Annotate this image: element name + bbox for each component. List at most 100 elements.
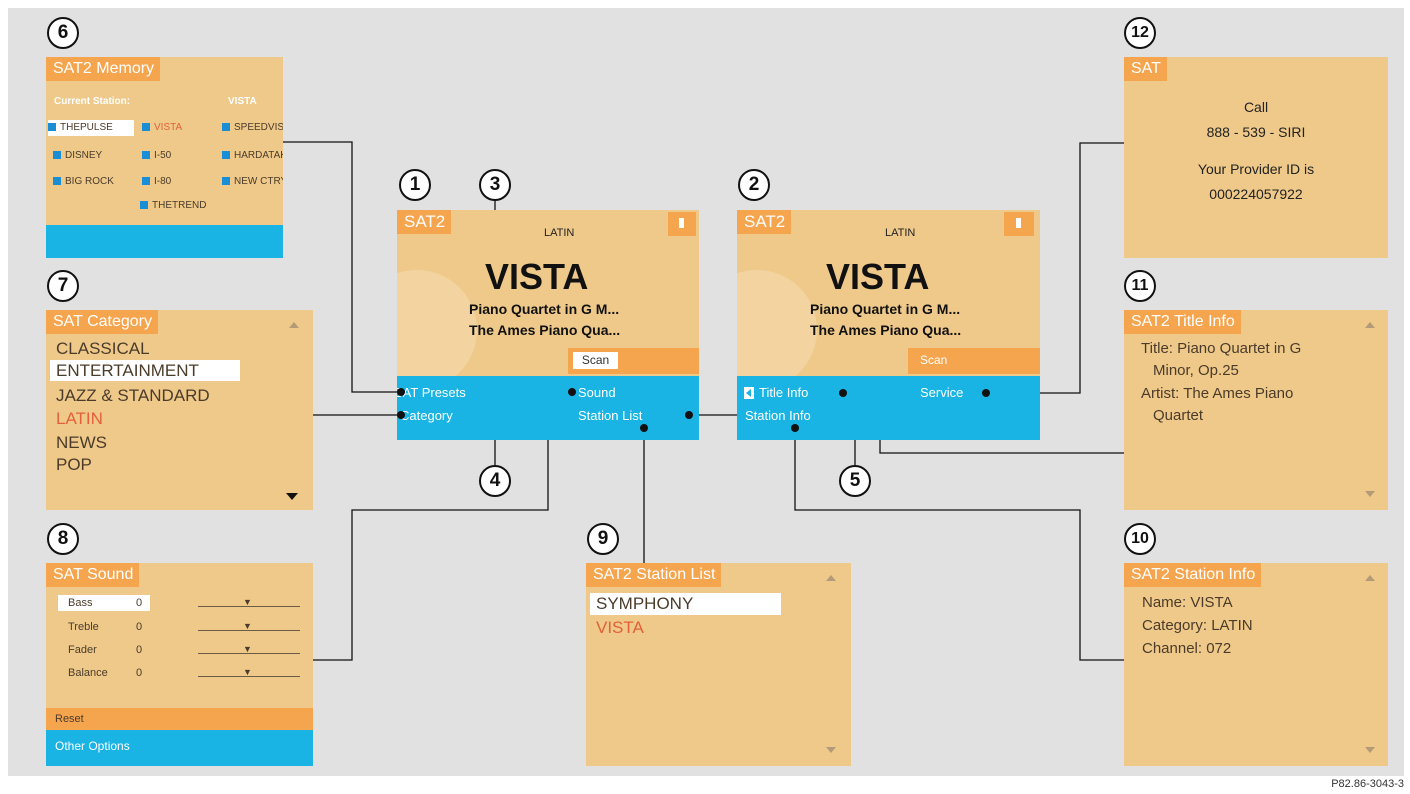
title-info-line: Title: Piano Quartet in G: [1141, 340, 1302, 357]
category-item[interactable]: CLASSICAL: [56, 339, 150, 358]
callout-10: 10: [1124, 523, 1156, 555]
memory-preset-7[interactable]: BIG ROCK: [53, 176, 114, 187]
category-button[interactable]: Category: [400, 408, 453, 423]
callout-8: 8: [47, 523, 79, 555]
scan-button[interactable]: Scan: [908, 348, 1040, 374]
memory-preset-9[interactable]: NEW CTRY: [222, 176, 283, 187]
connector-dot: [839, 389, 847, 397]
album-art-image: [737, 270, 817, 390]
station-info-panel: SAT2 Station Info Name: VISTA Category: …: [1124, 563, 1388, 766]
main2-artist: The Ames Piano Qua...: [810, 322, 962, 338]
scroll-up-icon[interactable]: [1365, 575, 1375, 581]
memory-softkey-bar: [46, 225, 283, 258]
memory-preset-3[interactable]: SPEEDVISN: [222, 122, 283, 133]
title-info-title: SAT2 Title Info: [1124, 310, 1241, 334]
station-info-button[interactable]: Station Info: [745, 408, 811, 423]
reset-button[interactable]: Reset: [46, 708, 313, 730]
callout-6: 6: [47, 17, 79, 49]
memory-preset-10[interactable]: THETREND: [140, 200, 206, 211]
signal-icon: [1004, 212, 1034, 236]
memory-preset-8[interactable]: I-80: [142, 176, 171, 187]
category-item-selected[interactable]: ENTERTAINMENT: [50, 360, 240, 381]
callout-12: 12: [1124, 17, 1156, 49]
main-display-2: SAT2 LATIN VISTA Piano Quartet in G M...…: [737, 210, 1040, 440]
station-list-button[interactable]: Station List: [578, 408, 643, 423]
fader-slider[interactable]: [198, 653, 300, 654]
main-display-1: SAT2 LATIN VISTA Piano Quartet in G M...…: [397, 210, 699, 440]
main2-station: VISTA: [826, 256, 930, 297]
connector-dot: [791, 424, 799, 432]
sat-presets-button[interactable]: SAT Presets: [397, 385, 466, 400]
service-line: Call: [1243, 99, 1269, 115]
memory-preset-6[interactable]: HARDATAK: [222, 150, 283, 161]
treble-slider-thumb[interactable]: ▼: [243, 621, 252, 631]
connector-dot: [640, 424, 648, 432]
bass-value: 0: [136, 597, 143, 609]
memory-title: SAT2 Memory: [46, 57, 161, 81]
bass-slider-thumb[interactable]: ▼: [243, 597, 252, 607]
main1-station: VISTA: [485, 256, 589, 297]
station-list-title: SAT2 Station List: [586, 563, 722, 587]
memory-preset-4[interactable]: DISNEY: [53, 150, 102, 161]
callout-9: 9: [587, 523, 619, 555]
memory-preset-2[interactable]: VISTA: [142, 122, 182, 133]
station-list-item-selected[interactable]: SYMPHONY: [590, 593, 781, 615]
scroll-down-icon[interactable]: [826, 747, 836, 753]
sound-button[interactable]: Sound: [578, 385, 616, 400]
other-options-button[interactable]: Other Options: [46, 730, 313, 766]
connector-dot: [982, 389, 990, 397]
service-line: Your Provider ID is: [1197, 161, 1315, 177]
main2-category: LATIN: [885, 227, 916, 239]
bass-slider[interactable]: [198, 606, 300, 607]
service-line: 000224057922: [1209, 186, 1303, 202]
connector-dot: [568, 388, 576, 396]
main1-title: SAT2: [397, 210, 452, 234]
scroll-up-icon[interactable]: [1365, 322, 1375, 328]
fader-label: Fader: [68, 644, 97, 656]
category-item[interactable]: NEWS: [56, 433, 107, 452]
memory-panel: SAT2 Memory Current Station: VISTA THEPU…: [46, 57, 283, 258]
callout-5: 5: [839, 465, 871, 497]
service-panel: SAT Call 888 - 539 - SIRI Your Provider …: [1124, 57, 1388, 258]
category-item-current[interactable]: LATIN: [56, 409, 103, 428]
sound-row-highlight: [58, 595, 150, 611]
main1-artist: The Ames Piano Qua...: [469, 322, 621, 338]
station-info-line: Category: LATIN: [1142, 617, 1253, 634]
category-title: SAT Category: [46, 310, 159, 334]
title-info-button[interactable]: Title Info: [759, 385, 809, 400]
main1-softkey-bar: SAT Presets Category Sound Station List: [397, 376, 699, 440]
left-arrow-icon[interactable]: [744, 387, 754, 399]
category-item[interactable]: JAZZ & STANDARD: [56, 386, 210, 405]
station-list-item-current[interactable]: VISTA: [596, 618, 644, 637]
main2-softkey-bar: Title Info Service Station Info: [737, 376, 1040, 440]
service-button[interactable]: Service: [920, 385, 964, 400]
service-line: 888 - 539 - SIRI: [1206, 124, 1306, 140]
main2-title: SAT2: [737, 210, 792, 234]
treble-label: Treble: [68, 621, 99, 633]
fader-slider-thumb[interactable]: ▼: [243, 644, 252, 654]
callout-4: 4: [479, 465, 511, 497]
balance-slider[interactable]: [198, 676, 300, 677]
connector-dot: [397, 388, 405, 396]
callout-11: 11: [1124, 270, 1156, 302]
scroll-down-icon[interactable]: [1365, 491, 1375, 497]
balance-label: Balance: [68, 667, 108, 679]
current-station-label: Current Station:: [54, 96, 131, 107]
treble-slider[interactable]: [198, 630, 300, 631]
scroll-up-icon[interactable]: [826, 575, 836, 581]
category-item[interactable]: POP: [56, 455, 92, 474]
connector-dot: [685, 411, 693, 419]
balance-slider-thumb[interactable]: ▼: [243, 667, 252, 677]
title-info-line: Quartet: [1153, 407, 1204, 424]
scroll-up-icon[interactable]: [289, 322, 299, 328]
signal-icon: [668, 212, 696, 236]
current-station-name: VISTA: [228, 96, 257, 107]
title-info-panel: SAT2 Title Info Title: Piano Quartet in …: [1124, 310, 1388, 510]
scan-button[interactable]: Scan: [568, 348, 699, 374]
memory-preset-1[interactable]: THEPULSE: [48, 120, 134, 136]
sound-panel: SAT Sound Bass 0 ▼ Treble 0 ▼ Fader 0 ▼ …: [46, 563, 313, 766]
memory-preset-5[interactable]: I-50: [142, 150, 171, 161]
scroll-down-icon[interactable]: [1365, 747, 1375, 753]
scroll-down-icon[interactable]: [286, 493, 298, 500]
main1-category: LATIN: [544, 227, 575, 239]
